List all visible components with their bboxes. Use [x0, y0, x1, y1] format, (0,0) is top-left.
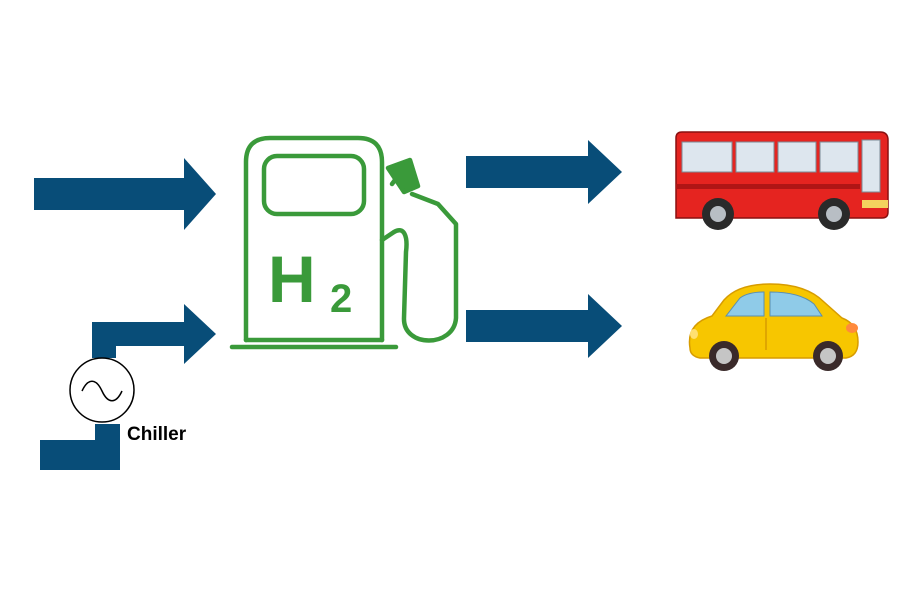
input-arrow-bottom: [92, 304, 216, 364]
hydrogen-pump-icon: [229, 135, 459, 350]
output-arrow-bottom: [466, 294, 622, 358]
pipe-segment: [40, 424, 120, 470]
car-icon: [688, 283, 859, 371]
arrow-icon: [466, 140, 622, 204]
arrow-icon: [92, 304, 216, 364]
chiller-icon: [69, 357, 135, 423]
h2-label-main: H: [268, 242, 316, 316]
h2-label-subscript: 2: [330, 277, 352, 321]
chiller-label: Chiller: [127, 424, 187, 445]
bus-wheel-front: [702, 198, 734, 230]
chiller-pipe: [40, 424, 120, 470]
arrow-icon: [466, 294, 622, 358]
output-arrow-top: [466, 140, 622, 204]
car-wheel-rear: [813, 341, 843, 371]
car-wheel-front: [709, 341, 739, 371]
sine-wave-icon: [81, 380, 123, 402]
bus-wheel-rear: [818, 198, 850, 230]
input-arrow-top: [34, 158, 216, 230]
arrow-icon: [34, 158, 216, 230]
bus-icon: [675, 131, 889, 230]
